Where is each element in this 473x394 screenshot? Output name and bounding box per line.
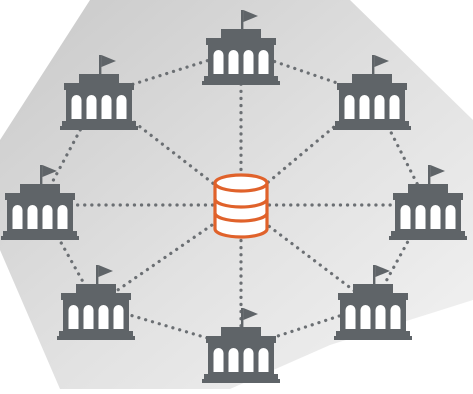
node-bottom-building-icon: [202, 308, 280, 383]
node-left-building-icon: [1, 165, 79, 240]
node-bottom-left-building-icon: [57, 265, 135, 340]
backdrop-cutout: [260, 300, 473, 389]
node-top-building-icon: [202, 10, 280, 85]
database-icon: [213, 173, 269, 239]
node-right-building-icon: [389, 165, 467, 240]
ring-connector-4: [239, 303, 375, 350]
ring-connector-6: [38, 203, 98, 307]
ring-connector-3: [371, 203, 430, 307]
node-top-right-building-icon: [333, 55, 411, 130]
node-top-left-building-icon: [60, 55, 138, 130]
node-bottom-right-building-icon: [334, 265, 412, 340]
